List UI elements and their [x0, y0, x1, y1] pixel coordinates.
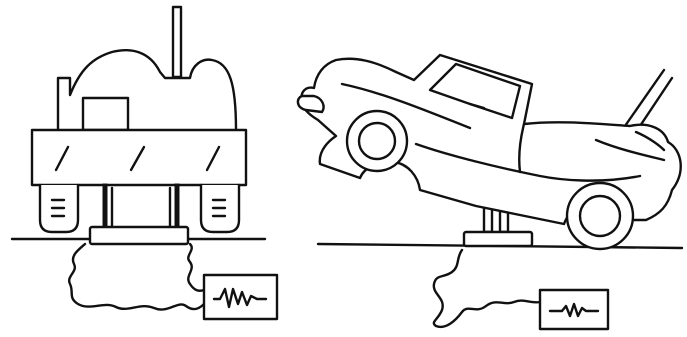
chassis-mark [205, 145, 221, 172]
body-crease [340, 82, 472, 130]
geophone-cable-left-b [187, 242, 206, 292]
vibrator-base-plate [88, 225, 190, 246]
pickup-truck [296, 53, 682, 251]
recorder-box-right [538, 288, 610, 331]
chassis-mark [129, 145, 146, 172]
truck-antenna-pole-a [623, 68, 666, 128]
jack-base-plate [462, 230, 534, 248]
recorder-left [202, 273, 279, 321]
front-bumper [296, 94, 325, 114]
window-sill [468, 102, 486, 110]
door-line [518, 122, 526, 174]
truck-window [428, 62, 522, 120]
exhaust-pipe [171, 5, 183, 79]
seismogram-wave-icon [212, 287, 268, 309]
bed-line [594, 138, 666, 162]
geophone-cable-left-a [67, 242, 206, 311]
body-crease [414, 142, 642, 182]
truck-top-box [81, 96, 130, 132]
bed-line [634, 130, 666, 152]
truck-antenna-pole-b [634, 76, 674, 134]
chassis-mark [54, 145, 70, 172]
rear-wheel-hub [578, 194, 622, 238]
seismogram-wave-icon [548, 302, 600, 318]
truck-body-outline [56, 49, 238, 132]
geophone-cable-right [432, 248, 542, 329]
front-wheel-hub [357, 121, 397, 161]
recorder-right [538, 288, 610, 331]
vibrator-truck [10, 5, 267, 246]
